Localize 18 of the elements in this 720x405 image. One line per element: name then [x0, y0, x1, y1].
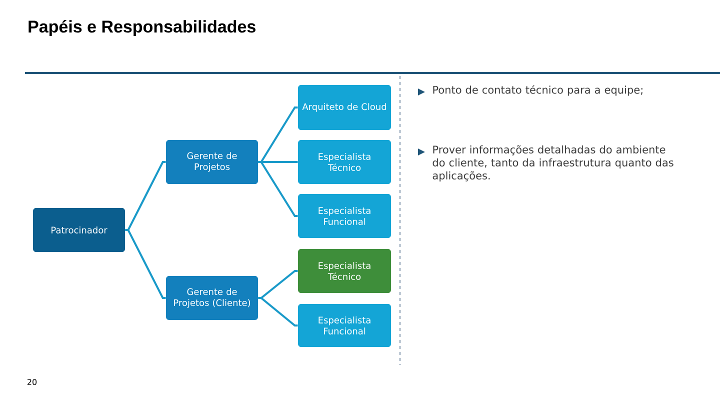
- connector-line: [258, 161, 298, 217]
- bullet-text: Ponto de contato técnico para a equipe;: [433, 85, 642, 96]
- page-number: 20: [28, 378, 37, 386]
- role-box: Patrocinador: [33, 208, 125, 252]
- role-box: Gerente de Projetos: [166, 140, 258, 184]
- connector-line: [125, 161, 166, 231]
- role-box: Arquiteto de Cloud: [298, 85, 391, 130]
- title: Papéis e Responsabilidades: [28, 20, 256, 36]
- role-box: Especialista Técnico: [298, 140, 391, 184]
- role-box: Especialista Funcional: [298, 304, 391, 347]
- connector-line: [258, 106, 298, 163]
- connector-line: [125, 229, 166, 299]
- bullet-text: Prover informações detalhadas do ambiente do cliente, tanto da infraestrutura quanto das aplicações.: [432, 145, 674, 182]
- role-box: Especialista Técnico: [298, 249, 391, 293]
- connector-line: [258, 297, 298, 326]
- role-box: Gerente de Projetos (Cliente): [166, 276, 258, 320]
- role-box: Especialista Funcional: [298, 194, 391, 238]
- connector-line: [258, 270, 298, 299]
